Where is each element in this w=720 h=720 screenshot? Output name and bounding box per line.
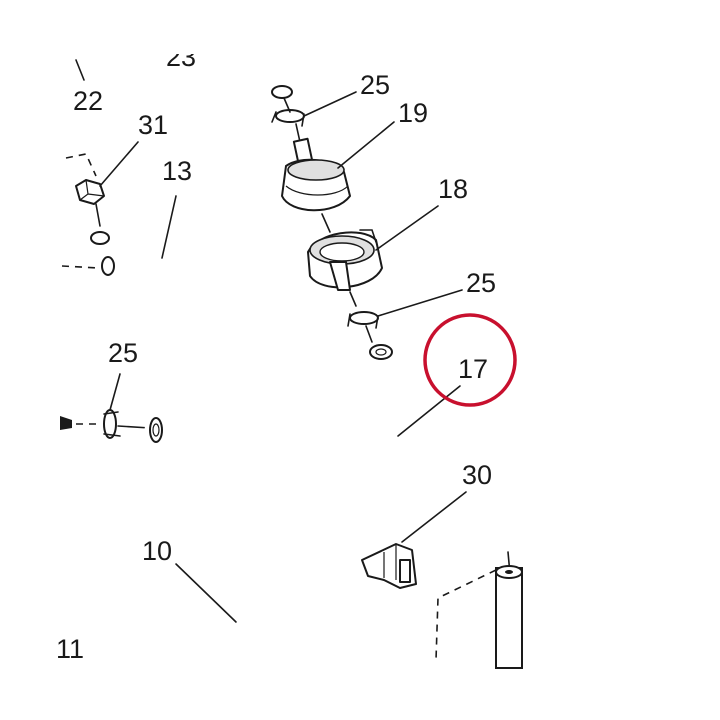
label-part-19: 19	[398, 98, 428, 128]
part-10-hose	[144, 417, 307, 672]
label-part-17: 17	[458, 354, 488, 384]
part-19-filter	[281, 123, 351, 233]
part-13-hose	[61, 228, 241, 324]
label-part-13: 13	[162, 156, 192, 186]
label-part-10: 10	[142, 536, 172, 566]
part-17-hose	[315, 343, 399, 671]
label-part-30: 30	[462, 460, 492, 490]
label-part-25-mid: 25	[466, 268, 496, 298]
part-25-top-leader	[303, 91, 357, 117]
part-10-leader	[175, 563, 237, 623]
label-partial-23: 23	[166, 42, 196, 72]
part-30-clip	[361, 543, 417, 589]
vertical-pipe	[435, 551, 523, 669]
label-part-22: 22	[73, 86, 103, 116]
part-18-bracket	[307, 229, 383, 307]
part-31-leader	[99, 141, 139, 187]
part-18-leader	[375, 205, 439, 251]
part-22-leader	[75, 59, 85, 81]
label-part-18: 18	[438, 174, 468, 204]
label-part-25-top: 25	[360, 70, 390, 100]
part-30-leader	[401, 491, 467, 543]
label-part-31: 31	[138, 110, 168, 140]
label-part-11: 11	[56, 634, 84, 664]
part-25-mid-leader	[377, 289, 463, 317]
part-17-leader	[397, 385, 461, 437]
label-part-25-left: 25	[108, 338, 138, 368]
part-25-clip-mid	[347, 311, 379, 343]
part-25-clip-left	[60, 409, 151, 439]
part-19-leader	[337, 121, 395, 169]
part-13-leader	[161, 195, 177, 259]
part-25-left-leader	[109, 373, 121, 411]
top-hose-stub	[260, 48, 293, 113]
part-25-clip-top	[271, 109, 305, 127]
highlight-circle-17	[423, 313, 517, 407]
part-31-nut	[65, 153, 105, 227]
